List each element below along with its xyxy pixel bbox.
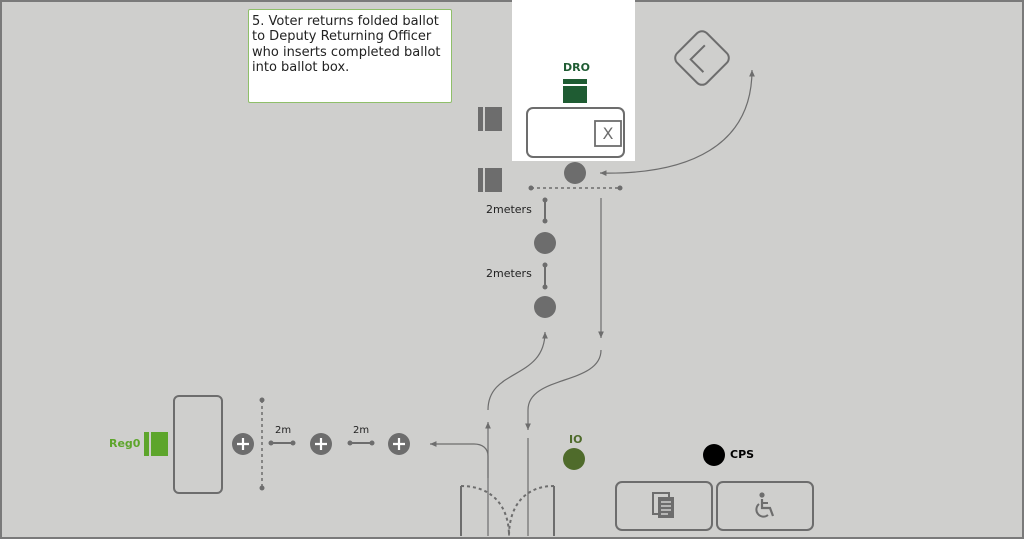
wheelchair-icon	[755, 492, 775, 518]
reg-queue-marker-1	[232, 433, 254, 455]
distance-label-reg-1: 2m	[275, 425, 292, 436]
distance-marker-upper	[542, 197, 548, 224]
distance-marker-reg-2	[347, 440, 375, 446]
registration-flow-arrow	[430, 441, 489, 478]
step-text: 5. Voter returns folded ballot to Deputy…	[252, 14, 441, 76]
distance-marker-reg-1	[268, 440, 296, 446]
voter-waiting-2	[534, 296, 556, 318]
accessibility-button[interactable]	[716, 481, 814, 531]
cps-label: CPS	[730, 448, 755, 461]
reg-queue-marker-3	[388, 433, 410, 455]
return-arrow	[599, 69, 755, 177]
io-label: IO	[569, 433, 583, 446]
io-marker	[563, 448, 585, 470]
registration-spacing-line	[259, 397, 265, 491]
distance-marker-lower	[542, 262, 548, 290]
registration-table	[173, 395, 223, 494]
folded-ballot-icon	[674, 30, 730, 86]
dro-label: DRO	[563, 61, 590, 74]
ballot-box-marker: X	[602, 124, 614, 143]
voting-screen-upper	[478, 107, 502, 131]
reg-label: Reg0	[109, 437, 141, 450]
table-spacing-line	[528, 185, 623, 191]
distance-label-upper: 2meters	[486, 203, 532, 216]
distance-label-reg-2: 2m	[353, 425, 370, 436]
dro-desk-icon	[563, 79, 587, 103]
documents-icon	[652, 492, 674, 518]
entry-curve-arrow	[487, 331, 548, 411]
reg-queue-marker-2	[310, 433, 332, 455]
cps-marker	[703, 444, 725, 466]
voter-waiting-1	[534, 232, 556, 254]
exit-curve-arrow	[525, 349, 602, 430]
documents-button[interactable]	[615, 481, 713, 531]
reg-desk-icon	[144, 432, 168, 456]
voting-screen-lower	[478, 168, 502, 192]
entrance-doors	[460, 485, 555, 537]
distance-label-lower: 2meters	[486, 267, 532, 280]
voter-at-table	[564, 162, 586, 184]
step-description: 5. Voter returns folded ballot to Deputy…	[248, 9, 452, 103]
